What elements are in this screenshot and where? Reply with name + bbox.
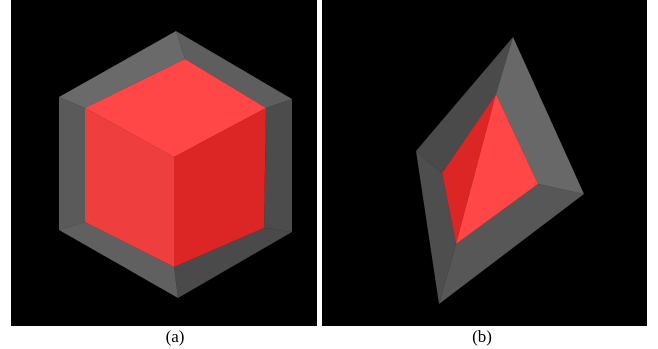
- frame-right-face: [264, 99, 292, 232]
- cube-hexagon-render: [59, 31, 292, 298]
- frame-bottom-left-face: [59, 222, 178, 298]
- red-right-facet: [456, 94, 538, 244]
- frame-lower-right-face: [439, 184, 584, 304]
- frame-left-face: [59, 97, 85, 230]
- caption-b: (b): [472, 327, 492, 346]
- frame-top-left-face: [59, 31, 185, 108]
- frame-lower-left-face: [416, 151, 456, 304]
- cube-top-face: [85, 59, 266, 157]
- cube-right-face: [174, 108, 266, 267]
- cube-left-face: [85, 108, 174, 267]
- frame-upper-left-face: [416, 37, 513, 173]
- panel-b: [322, 0, 647, 326]
- frame-upper-right-face: [496, 37, 584, 194]
- rhombus-render: [416, 37, 584, 304]
- panel-a: [11, 0, 317, 326]
- frame-top-right-face: [176, 31, 292, 108]
- caption-a: (a): [165, 327, 185, 346]
- red-left-facet: [442, 94, 496, 244]
- frame-bottom-right-face: [174, 228, 292, 298]
